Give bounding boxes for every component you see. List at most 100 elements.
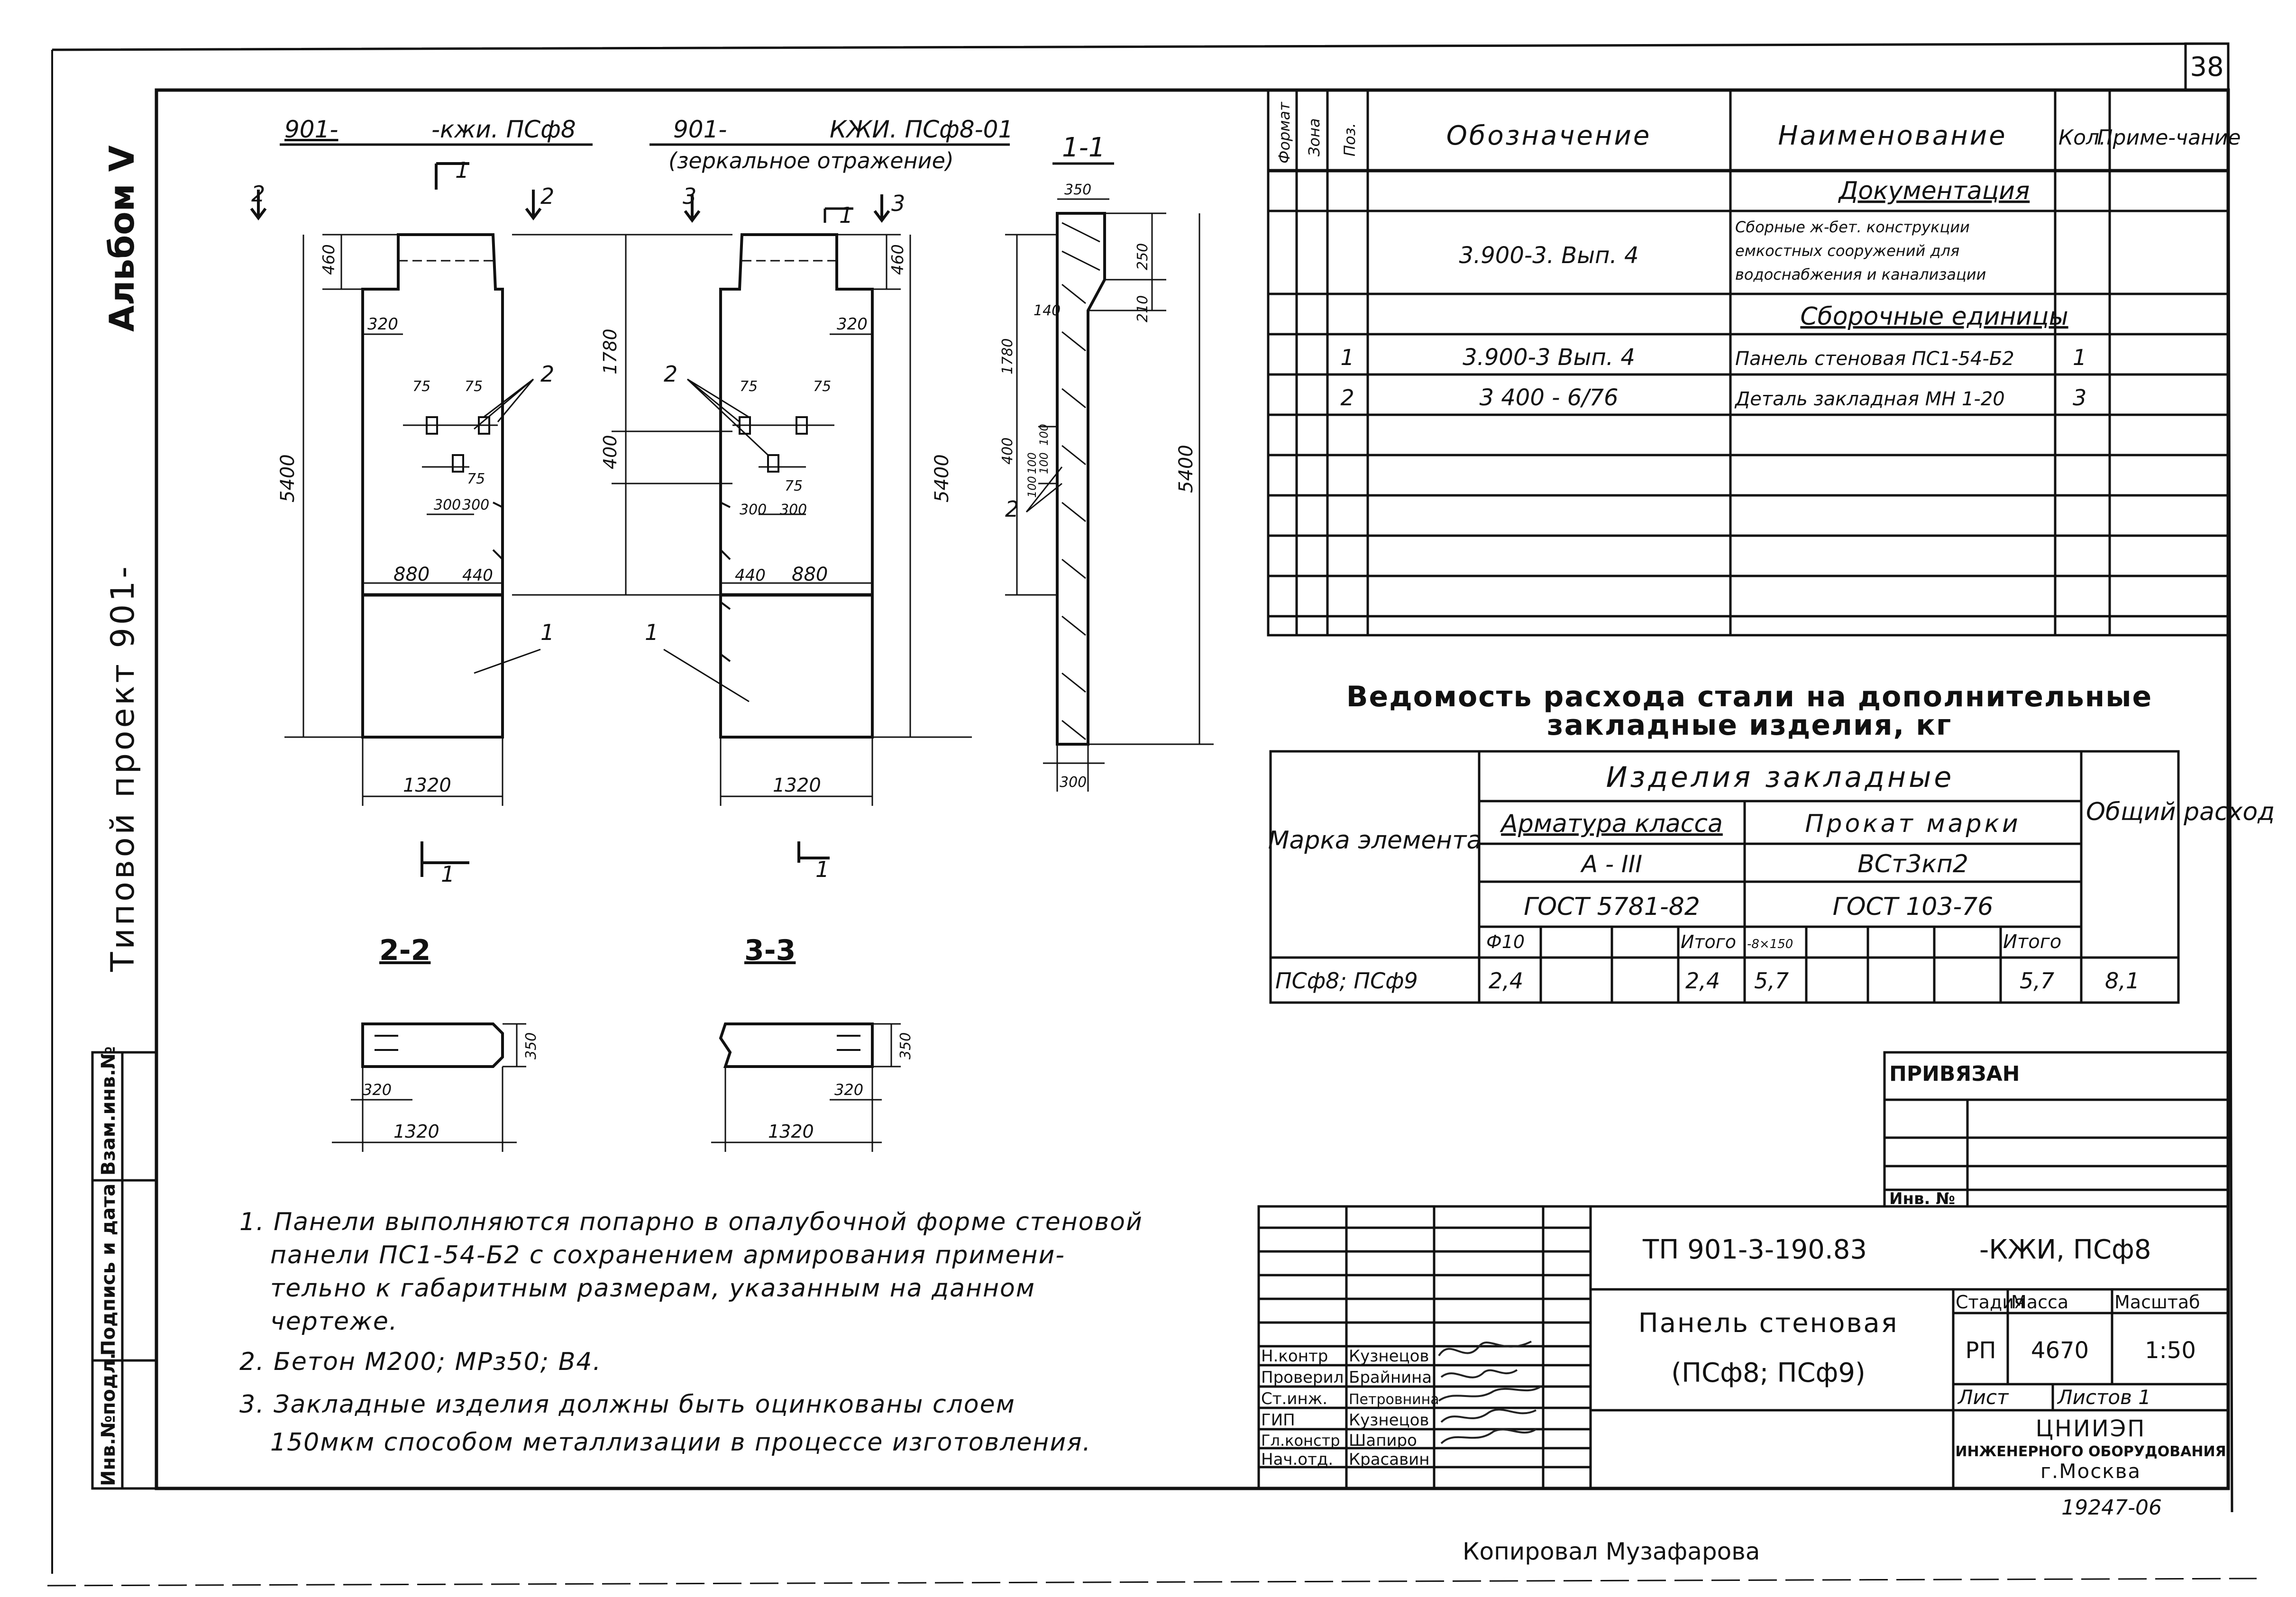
steel-sub-strip: -8×150	[1747, 937, 1793, 951]
signature-row: Гл.констр Шапиро	[1261, 1431, 1417, 1450]
section-1-1-title: 1-1	[1062, 132, 1105, 163]
spec-row-qty: 3	[2073, 385, 2086, 411]
dim-left-440: 440	[462, 566, 493, 585]
bound-stamp-title: ПРИВЯЗАН	[1889, 1062, 2020, 1086]
dim-sec-100b: 100	[1037, 452, 1051, 474]
signature-role: ГИП	[1261, 1411, 1295, 1430]
dim-mid-1780: 1780	[600, 329, 621, 374]
dim-right-300a: 300	[740, 502, 767, 518]
signature-name: Петровнина	[1349, 1391, 1439, 1408]
title-org-1: ЦНИИЭП	[2036, 1415, 2146, 1442]
dim-left-300a: 300	[434, 497, 461, 513]
steel-rebar-gost: ГОСТ 5781-82	[1524, 893, 1700, 921]
dim-right-300b: 300	[780, 502, 807, 518]
title-org-3: г.Москва	[2040, 1460, 2141, 1483]
title-sheets-label: Листов 1	[2057, 1386, 2151, 1409]
signature-role: Нач.отд.	[1261, 1450, 1333, 1469]
note-line: чертеже.	[270, 1307, 398, 1336]
panel-left-elevation	[250, 162, 542, 877]
steel-row-d10: 2,4	[1489, 968, 1523, 994]
section-1-1-drawing	[1005, 198, 1214, 792]
spec-header-note: Приме-чание	[2097, 126, 2241, 150]
spec-row: 2 3 400 - 6/76 Деталь закладная МН 1-20 …	[1340, 384, 2086, 411]
dim-right-top: 460	[888, 244, 907, 275]
dim-s33-350: 350	[897, 1032, 914, 1059]
steel-title-2: закладные изделия, кг	[1547, 709, 1952, 742]
dim-right-height: 5400	[931, 454, 953, 502]
pos-label-2-left: 2	[540, 361, 554, 387]
dim-sec-100d: 100	[1025, 476, 1039, 498]
dim-left-880: 880	[393, 564, 430, 585]
spec-row-pos: 2	[1340, 385, 1354, 411]
drawing-annotations: 2 1 2 3 3 1 1 1 2 2 2 1 1 5400 460 320 7…	[251, 157, 1197, 1142]
cut-label-3b: 3	[891, 191, 905, 216]
spec-doc-name-3: водоснабжения и канализации	[1735, 265, 1986, 283]
steel-rolled-gost: ГОСТ 103-76	[1833, 893, 1994, 921]
section-3-3-drawing	[711, 1022, 901, 1152]
cut-label-2b: 2	[540, 183, 554, 209]
steel-table: Изделия закладные Марка элемента Арматур…	[1268, 761, 2275, 994]
left-margin: Альбом V Типовой проект 901-	[102, 145, 142, 972]
title-name-1: Панель стеновая	[1638, 1308, 1899, 1339]
steel-sub-total: Итого	[1681, 931, 1736, 952]
signature-name: Брайнина	[1349, 1368, 1432, 1387]
title-left-b: -кжи. ПСф8	[431, 116, 576, 143]
dim-left-75a: 75	[412, 378, 430, 395]
spec-row-designation: 3.900-3 Вып. 4	[1463, 344, 1635, 371]
signature-row: Проверил Брайнина	[1261, 1368, 1432, 1387]
dim-sec-140: 140	[1034, 302, 1061, 319]
dim-right-width: 1320	[773, 775, 821, 796]
dim-sec-350: 350	[1064, 182, 1091, 198]
spec-row-qty: 1	[2073, 345, 2086, 370]
side-stamp	[91, 1051, 158, 1490]
title-right-b: КЖИ. ПСф8-01	[830, 116, 1013, 143]
spec-row-name: Деталь закладная МН 1-20	[1734, 388, 2005, 410]
sheet-frame	[47, 42, 2257, 1587]
album-label: Альбом V	[102, 145, 142, 332]
steel-table-grid	[1269, 750, 2180, 1004]
dim-sec-100a: 100	[1037, 424, 1051, 446]
pos-label-2-right: 2	[664, 361, 677, 387]
dim-left-top: 460	[320, 244, 338, 275]
dim-right-320: 320	[837, 315, 868, 334]
spec-header-designation: Обозначение	[1446, 120, 1652, 151]
dim-left-75b: 75	[465, 378, 483, 395]
dim-right-440: 440	[735, 566, 766, 585]
signature-role: Гл.констр	[1261, 1432, 1340, 1450]
dim-sec-1780: 1780	[999, 338, 1016, 374]
title-right-a: 901-	[673, 116, 727, 143]
section-2-2-title: 2-2	[379, 934, 430, 967]
spec-table-grid	[1267, 89, 2230, 637]
cut-label-3a: 3	[683, 183, 696, 209]
steel-row-strip: 5,7	[1754, 968, 1789, 994]
spec-row-designation: 3 400 - 6/76	[1479, 384, 1618, 411]
note-line: 1. Панели выполняются попарно в опалубоч…	[239, 1208, 1143, 1236]
dim-s22-350: 350	[523, 1032, 540, 1059]
signature-row: Нач.отд. Красавин	[1261, 1450, 1429, 1469]
steel-rebar-class: А - III	[1580, 850, 1642, 878]
dim-right-75c: 75	[785, 478, 803, 494]
spec-header-format: Формат	[1275, 101, 1293, 164]
dim-left-width: 1320	[403, 775, 451, 796]
panel-right-elevation	[663, 194, 972, 863]
title-doc-code: ТП 901-3-190.83	[1642, 1234, 1867, 1265]
title-block: ТП 901-3-190.83 -КЖИ, ПСф8 Панель стенов…	[1261, 1234, 2226, 1483]
cut-label-1b: 1	[839, 202, 853, 228]
note-line: тельно к габаритным размерам, указанным …	[270, 1274, 1035, 1303]
dim-left-300b: 300	[462, 497, 489, 513]
steel-row-rolled-total: 5,7	[2020, 968, 2054, 994]
cut-label-1c: 1	[441, 861, 455, 887]
pos-label-1-left: 1	[540, 620, 554, 645]
steel-row-mark: ПСф8; ПСф9	[1275, 968, 1418, 994]
title-scale: 1:50	[2145, 1337, 2196, 1364]
signature-row: Ст.инж. Петровнина	[1261, 1389, 1439, 1408]
dim-mid-400: 400	[600, 435, 621, 469]
title-mass-label: Масса	[2011, 1292, 2068, 1313]
steel-sub-d10: Ф10	[1486, 931, 1525, 952]
signature-row: Н.контр Кузнецов	[1261, 1347, 1429, 1366]
cut-label-2a: 2	[251, 181, 265, 207]
title-sheet-label: Лист	[1957, 1386, 2009, 1409]
dim-sec-400: 400	[999, 438, 1016, 465]
steel-row-rebar-total: 2,4	[1685, 968, 1720, 994]
page-number: 38	[2190, 52, 2223, 82]
